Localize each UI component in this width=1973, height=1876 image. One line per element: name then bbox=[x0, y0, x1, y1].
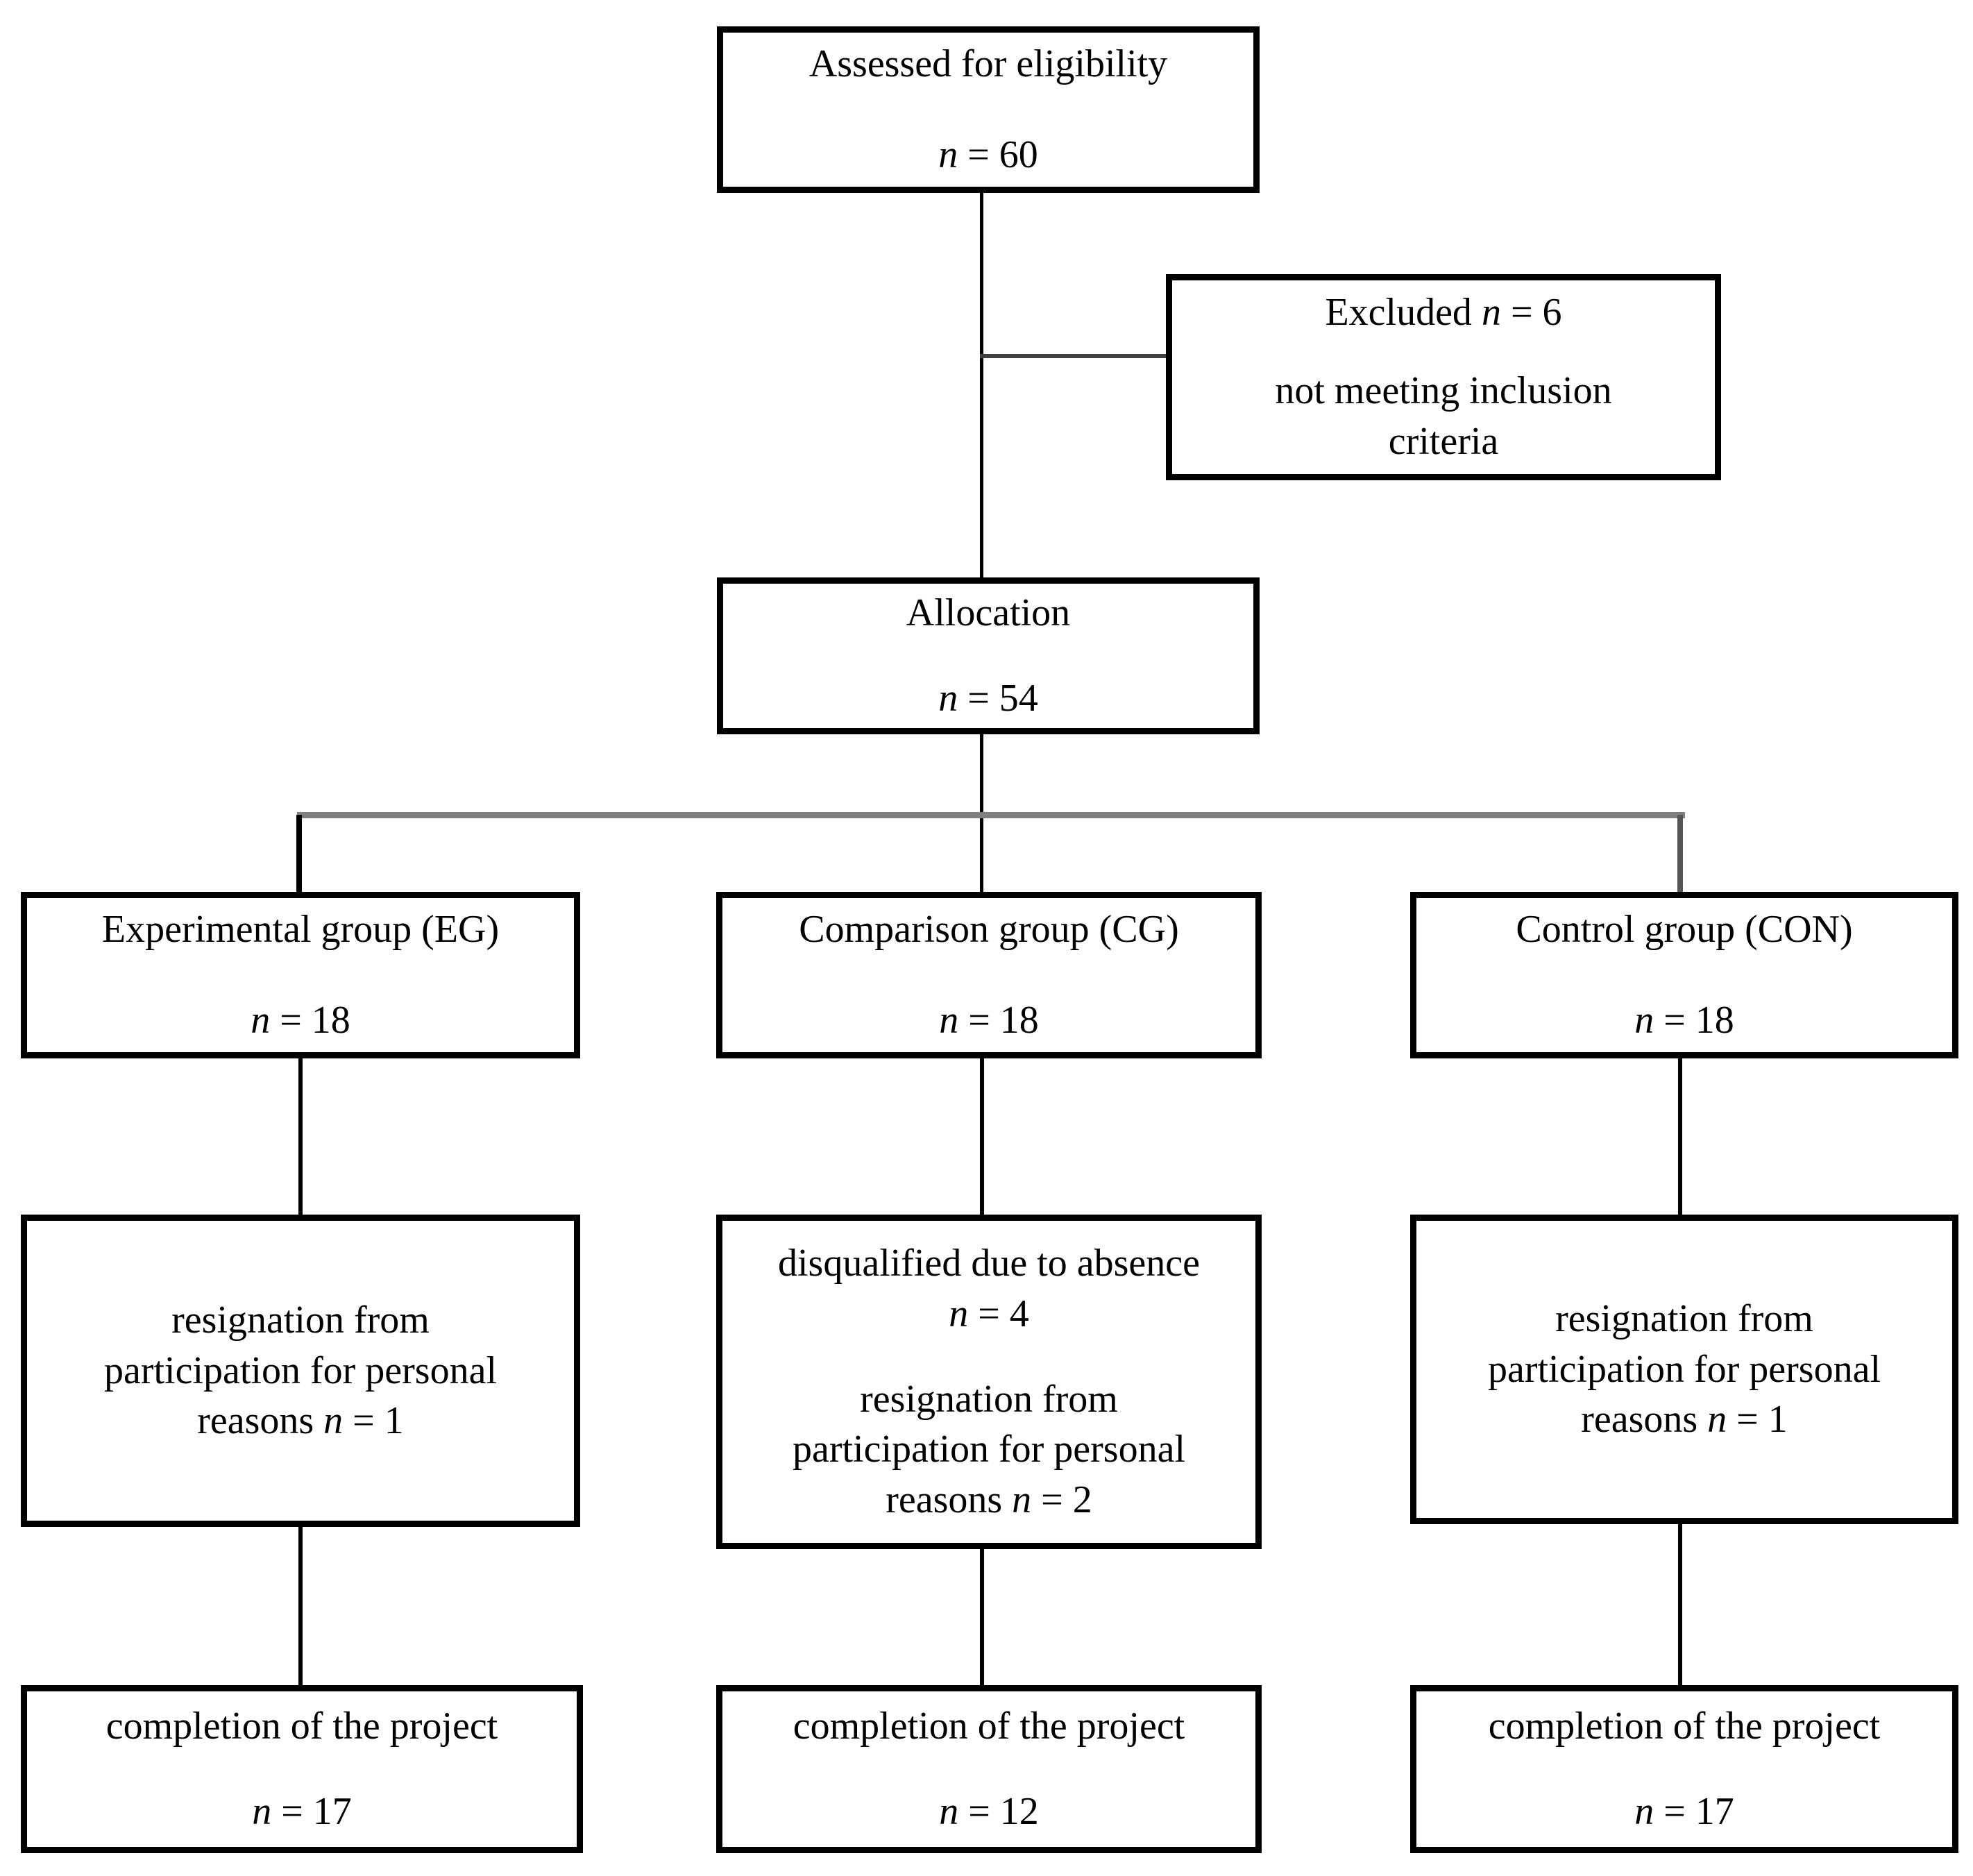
text-post: = 60 bbox=[958, 133, 1038, 176]
node-experimental-completion: completion of the project n = 17 bbox=[21, 1685, 583, 1853]
connector-experimental-to-completion bbox=[298, 1525, 303, 1687]
text-post: = 18 bbox=[1654, 999, 1734, 1042]
node-assessed-for-eligibility: Assessed for eligibility n = 60 bbox=[717, 26, 1260, 193]
node-title: Allocation bbox=[906, 588, 1070, 639]
connector-branch-to-experimental bbox=[296, 815, 302, 894]
node-title: completion of the project bbox=[1489, 1701, 1880, 1752]
node-count: n = 18 bbox=[1634, 995, 1734, 1046]
text-pre: Comparison group (CG) bbox=[799, 908, 1179, 952]
connector-comparison-to-completion bbox=[980, 1547, 984, 1687]
connector-to-excluded bbox=[980, 354, 1169, 358]
connector-control-to-completion bbox=[1678, 1522, 1682, 1687]
text-post: = 17 bbox=[1654, 1790, 1734, 1833]
node-experimental-dropout: resignation from participation for perso… bbox=[21, 1215, 580, 1527]
n-italic: n bbox=[1707, 1398, 1727, 1442]
node-count: n = 17 bbox=[252, 1786, 352, 1837]
node-reason: not meeting inclusion criteria bbox=[1228, 366, 1659, 467]
connector-comparison-to-dropout bbox=[980, 1056, 984, 1217]
node-allocation: Allocation n = 54 bbox=[717, 577, 1260, 734]
node-control-dropout: resignation from participation for perso… bbox=[1410, 1215, 1958, 1524]
text-pre: Allocation bbox=[906, 591, 1071, 635]
text-post: = 1 bbox=[343, 1399, 404, 1443]
n-italic: n bbox=[252, 1790, 272, 1833]
text-post: = 2 bbox=[1031, 1478, 1092, 1522]
text-pre: completion of the project bbox=[1488, 1705, 1881, 1748]
text-pre: completion of the project bbox=[793, 1705, 1185, 1748]
n-italic: n bbox=[939, 1790, 959, 1833]
n-italic: n bbox=[1012, 1478, 1032, 1522]
text-pre: resignation from participation for perso… bbox=[792, 1377, 1185, 1522]
node-count: n = 54 bbox=[938, 673, 1038, 724]
n-italic: n bbox=[938, 677, 958, 720]
node-control-completion: completion of the project n = 17 bbox=[1410, 1685, 1958, 1853]
connector-experimental-to-dropout bbox=[298, 1056, 303, 1217]
connector-control-to-dropout bbox=[1678, 1056, 1682, 1217]
text-post: = 6 bbox=[1500, 291, 1562, 335]
text-pre: Assessed for eligibility bbox=[808, 42, 1168, 86]
n-italic: n bbox=[938, 133, 958, 176]
node-title: completion of the project bbox=[793, 1701, 1185, 1752]
n-italic: n bbox=[949, 1292, 969, 1335]
node-excluded: Excluded n = 6 not meeting inclusion cri… bbox=[1166, 274, 1721, 480]
n-italic: n bbox=[251, 999, 271, 1042]
node-comparison-dropout: disqualified due to absence n = 4 resign… bbox=[716, 1215, 1262, 1549]
node-count: n = 12 bbox=[939, 1786, 1039, 1837]
connector-branch-to-control bbox=[1677, 815, 1683, 894]
node-title: Experimental group (EG) bbox=[102, 904, 499, 955]
node-reason: disqualified due to absence n = 4 bbox=[774, 1238, 1204, 1340]
node-reason: resignation from participation for perso… bbox=[1469, 1294, 1899, 1445]
node-experimental-group: Experimental group (EG) n = 18 bbox=[21, 892, 580, 1058]
text-pre: Experimental group (EG) bbox=[101, 908, 500, 952]
text-pre: Excluded bbox=[1325, 291, 1482, 335]
n-italic: n bbox=[1634, 1790, 1654, 1833]
text-pre: resignation from participation for perso… bbox=[1487, 1296, 1881, 1442]
text-post: = 1 bbox=[1727, 1398, 1788, 1442]
connector-assessed-to-allocation bbox=[980, 191, 983, 580]
node-reason: resignation from participation for perso… bbox=[85, 1295, 516, 1446]
text-post: = 4 bbox=[968, 1292, 1029, 1335]
text-post: = 18 bbox=[270, 999, 350, 1042]
node-title: Assessed for eligibility bbox=[809, 39, 1167, 90]
node-reason: resignation from participation for perso… bbox=[774, 1374, 1204, 1526]
n-italic: n bbox=[1634, 999, 1654, 1042]
text-pre: completion of the project bbox=[105, 1705, 498, 1748]
node-comparison-completion: completion of the project n = 12 bbox=[716, 1685, 1262, 1853]
node-comparison-group: Comparison group (CG) n = 18 bbox=[716, 892, 1262, 1058]
n-italic: n bbox=[1481, 291, 1501, 335]
node-count: n = 60 bbox=[938, 130, 1038, 180]
node-title: Excluded n = 6 bbox=[1325, 287, 1561, 338]
n-italic: n bbox=[323, 1399, 344, 1443]
node-count: n = 18 bbox=[251, 995, 350, 1046]
text-pre: not meeting inclusion criteria bbox=[1275, 369, 1612, 463]
text-post: = 18 bbox=[958, 999, 1039, 1042]
text-pre: disqualified due to absence bbox=[777, 1242, 1200, 1285]
text-post: = 17 bbox=[271, 1790, 352, 1833]
node-count: n = 17 bbox=[1634, 1786, 1734, 1837]
node-title: completion of the project bbox=[106, 1701, 498, 1752]
node-count: n = 18 bbox=[939, 995, 1039, 1046]
node-title: Comparison group (CG) bbox=[799, 904, 1179, 955]
text-pre: Control group (CON) bbox=[1516, 908, 1853, 952]
node-title: Control group (CON) bbox=[1516, 904, 1852, 955]
connector-branch-horizontal bbox=[297, 812, 1685, 818]
node-control-group: Control group (CON) n = 18 bbox=[1410, 892, 1958, 1058]
text-pre: resignation from participation for perso… bbox=[103, 1298, 497, 1443]
n-italic: n bbox=[939, 999, 959, 1042]
text-post: = 54 bbox=[958, 677, 1038, 720]
text-post: = 12 bbox=[958, 1790, 1039, 1833]
